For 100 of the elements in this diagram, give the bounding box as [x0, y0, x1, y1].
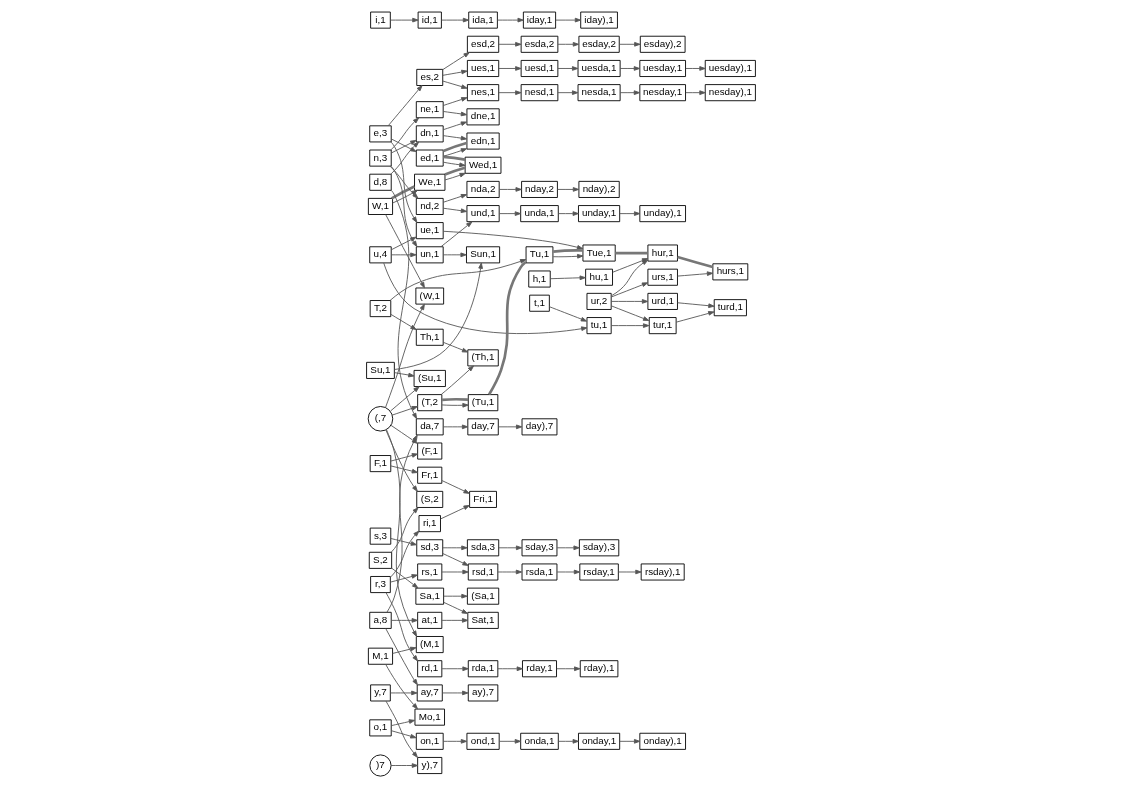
arrow: [441, 52, 470, 71]
node-box: unda,1: [519, 205, 559, 223]
arrow: [390, 538, 417, 546]
arrow: [442, 161, 466, 168]
arrow: [393, 262, 483, 370]
arrow: [390, 252, 416, 258]
node-box: s,3: [369, 527, 391, 545]
node-box: ue,1: [415, 222, 444, 240]
arrow: [439, 505, 470, 520]
node-box: rsday,1: [578, 563, 619, 581]
node-box: (Su,1: [413, 369, 446, 387]
connector: [390, 185, 415, 200]
node-box: Tue,1: [582, 244, 616, 262]
node-box: sday,3: [521, 539, 557, 557]
arrow: [441, 80, 468, 89]
arrow: [684, 66, 706, 71]
arrow: [389, 259, 526, 301]
arrow: [390, 567, 418, 589]
node-box: rsday),1: [640, 563, 685, 581]
arrow: [442, 424, 468, 430]
node-box: sday),3: [578, 539, 619, 557]
arrow: [549, 275, 586, 281]
arrow: [497, 90, 521, 95]
node-box: on,1: [415, 732, 444, 750]
arrow: [442, 601, 468, 614]
node-box: uesday),1: [704, 59, 756, 77]
arrow: [441, 618, 468, 623]
node-box: rsd,1: [467, 563, 498, 581]
node-box: We,1: [413, 173, 445, 191]
arrow: [548, 306, 587, 322]
node-box: y,7: [369, 684, 391, 702]
node-box: ida,1: [467, 11, 498, 29]
node-box: onday),1: [638, 732, 686, 750]
node-box: onday,1: [577, 732, 620, 750]
node-box: tu,1: [586, 317, 612, 335]
arrow: [498, 187, 522, 192]
node-box: ed,1: [415, 149, 444, 167]
arrow: [440, 365, 474, 395]
arrow: [384, 664, 418, 710]
arrow: [440, 221, 472, 248]
arrow: [676, 302, 715, 309]
arrow: [554, 17, 581, 23]
arrow: [618, 211, 640, 216]
node-box: y),7: [416, 757, 442, 775]
node-box: rs,1: [416, 563, 442, 581]
node-box: id,1: [417, 11, 442, 29]
node-box: d,8: [368, 173, 392, 191]
arrow: [497, 424, 522, 430]
node-box: day,7: [466, 418, 499, 436]
connector: [441, 397, 468, 402]
node-box: rda,1: [467, 660, 498, 678]
arrow: [496, 17, 524, 23]
arrow: [382, 262, 587, 335]
node-box: sd,3: [415, 539, 443, 557]
arrow: [442, 148, 467, 157]
connector: [442, 141, 467, 153]
node-box: nda,2: [466, 180, 500, 198]
arrow: [444, 172, 466, 181]
node-box: W,1: [367, 197, 393, 215]
arrow: [610, 323, 649, 328]
arrow: [441, 480, 470, 494]
node-box: i,1: [369, 11, 391, 29]
node-box: o,1: [368, 719, 392, 737]
arrow: [389, 574, 418, 583]
arrow: [442, 252, 467, 258]
connector: [552, 249, 583, 253]
arrow: [557, 66, 578, 71]
connector: [676, 255, 713, 269]
arrow: [389, 690, 417, 696]
node-box: Fr,1: [416, 466, 442, 484]
node-box: (W,1: [414, 287, 444, 305]
arrow: [556, 545, 580, 551]
node-box: S,2: [368, 551, 392, 569]
arrow: [441, 690, 468, 696]
arrow: [610, 305, 649, 321]
node-box: dn,1: [415, 125, 444, 143]
node-box: nesday,1: [638, 84, 686, 102]
arrow: [497, 41, 521, 47]
node-box: e,3: [368, 125, 392, 143]
node-box: onda,1: [519, 732, 559, 750]
node-box: n,3: [368, 149, 392, 167]
arrow: [557, 41, 579, 47]
node-box: Fri,1: [468, 490, 497, 508]
arrow: [442, 111, 467, 117]
node-box: u,4: [368, 246, 392, 264]
arrow: [393, 372, 414, 378]
arrow: [442, 135, 467, 141]
node-box: und,1: [466, 205, 500, 223]
arrow: [390, 507, 418, 553]
arrow: [610, 282, 648, 298]
arrow: [389, 141, 419, 175]
node-box: rd,1: [416, 660, 442, 678]
node-box: a,8: [368, 611, 392, 629]
arrow: [385, 700, 418, 758]
arrow: [557, 90, 578, 95]
arrow: [387, 85, 422, 127]
node-box: (M,1: [415, 636, 444, 654]
arrow: [441, 553, 469, 566]
arrow: [441, 666, 469, 672]
arrow: [441, 569, 469, 575]
